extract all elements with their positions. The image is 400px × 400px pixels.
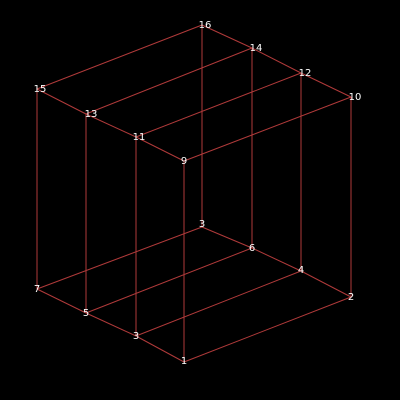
vertex-label-3a: 3 bbox=[133, 331, 139, 342]
edge-1-2 bbox=[183, 296, 352, 363]
vertex-label-15: 15 bbox=[34, 84, 47, 95]
edge-3a-4 bbox=[135, 270, 302, 337]
edge-13-14 bbox=[85, 47, 253, 115]
vertex-label-11: 11 bbox=[133, 132, 146, 143]
edge-15-16 bbox=[36, 24, 203, 90]
edges-group bbox=[36, 24, 352, 363]
edge-6-4 bbox=[251, 247, 302, 272]
vertex-label-3b: 3 bbox=[199, 219, 205, 230]
edge-9-10 bbox=[183, 96, 352, 162]
vertex-label-4: 4 bbox=[298, 265, 304, 276]
vertex-label-10: 10 bbox=[349, 92, 362, 103]
edge-16-14 bbox=[201, 24, 253, 49]
edge-5-3a bbox=[85, 312, 137, 337]
edge-14-12 bbox=[251, 47, 302, 74]
vertex-label-5: 5 bbox=[83, 308, 89, 319]
edge-7-3b bbox=[36, 226, 203, 290]
edge-12-10 bbox=[300, 72, 352, 98]
vertex-label-7: 7 bbox=[34, 284, 40, 295]
edge-4-2 bbox=[300, 270, 352, 298]
vertex-label-9: 9 bbox=[181, 156, 187, 167]
vertex-label-1: 1 bbox=[181, 356, 187, 367]
edge-7-5 bbox=[36, 288, 87, 314]
edge-5-6 bbox=[85, 247, 253, 314]
edge-3a-1 bbox=[135, 335, 185, 363]
edge-13-11 bbox=[85, 113, 137, 138]
vertex-label-13: 13 bbox=[85, 109, 98, 120]
edge-11-12 bbox=[135, 72, 302, 138]
vertex-label-2: 2 bbox=[348, 292, 354, 303]
vertex-label-6: 6 bbox=[249, 243, 255, 254]
vertex-label-16: 16 bbox=[199, 20, 212, 31]
edge-15-13 bbox=[36, 88, 87, 115]
edge-11-9 bbox=[135, 136, 185, 162]
edge-3b-6 bbox=[201, 226, 253, 249]
vertex-label-12: 12 bbox=[299, 68, 312, 79]
vertex-label-14: 14 bbox=[250, 43, 263, 54]
